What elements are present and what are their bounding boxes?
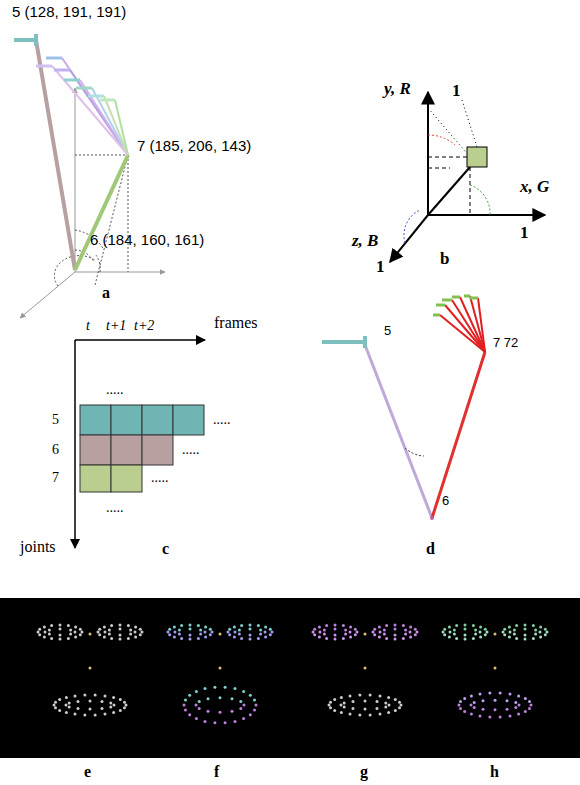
- joint-color-label: 7 (185, 206, 143): [137, 138, 251, 155]
- panel-letter: c: [162, 540, 169, 558]
- panel-d-skeleton: [322, 296, 485, 520]
- joint-color-label: 6 (184, 160, 161): [90, 232, 204, 249]
- joint-color-label: 5 (128, 191, 191): [12, 4, 126, 21]
- axis-label: z, B: [352, 232, 378, 251]
- frame-label: t: [86, 318, 90, 333]
- panel-letter: h: [490, 763, 499, 781]
- frame-label: t+2: [134, 318, 154, 333]
- face-panel: [0, 598, 580, 758]
- panel-a-skeleton: [14, 34, 165, 318]
- panel-c-joint-frame-grid: [75, 340, 205, 548]
- axis-label: frames: [214, 314, 258, 332]
- joint-index: 7 72: [493, 336, 518, 350]
- panel-letter: d: [426, 540, 435, 558]
- frame-label: t+1: [106, 318, 126, 333]
- panel-letter: e: [84, 763, 91, 781]
- joint-index: 6: [52, 442, 59, 457]
- joint-index: 5: [384, 324, 391, 338]
- panel-b-color-cube: [390, 92, 545, 262]
- panel-letter: f: [214, 763, 219, 781]
- panel-letter: b: [440, 250, 449, 269]
- ellipsis: .....: [182, 442, 200, 457]
- joint-index: 6: [442, 494, 449, 508]
- panel-letter: a: [102, 284, 110, 302]
- face-landmark-dots: [37, 624, 549, 725]
- joint-index: 5: [52, 412, 59, 427]
- axis-tick: 1: [520, 224, 529, 243]
- axis-label: x, G: [520, 178, 549, 197]
- panel-letter: g: [360, 763, 368, 781]
- axis-label: y, R: [384, 80, 411, 99]
- joint-index: 7: [52, 470, 59, 485]
- axis-label: joints: [20, 538, 56, 556]
- axis-tick: 1: [376, 258, 385, 277]
- ellipsis: .....: [213, 412, 231, 427]
- axis-tick: 1: [452, 82, 461, 101]
- ellipsis: .....: [106, 382, 124, 397]
- ellipsis: .....: [106, 500, 124, 515]
- ellipsis: .....: [151, 470, 169, 485]
